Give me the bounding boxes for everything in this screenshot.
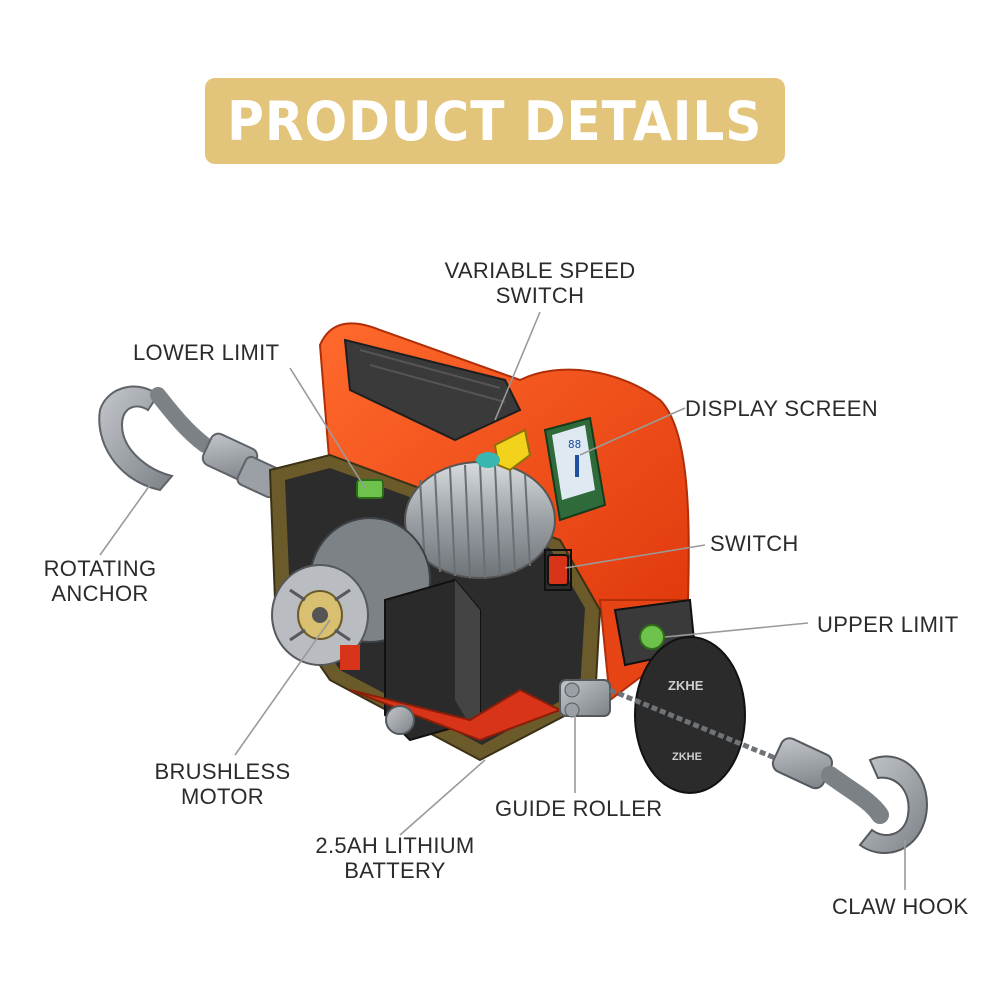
label-brushless-motor-line1: BRUSHLESS [154,759,291,784]
label-switch: SWITCH [710,531,799,556]
label-brushless-motor-line2: MOTOR [181,784,264,809]
leader-lines [99,311,906,890]
disc-brand-top: ZKHE [668,678,704,693]
label-brushless-motor: BRUSHLESS MOTOR [150,759,295,809]
label-variable-speed-switch-line2: SWITCH [495,283,585,308]
claw-hook [771,737,928,854]
label-display-screen: DISPLAY SCREEN [685,396,878,421]
display-digits: 88 [568,438,581,451]
variable-speed-switch-part [476,428,532,472]
label-claw-hook: CLAW HOOK [832,894,969,919]
rotating-anchor-hook [98,385,284,499]
label-rotating-anchor: ROTATING ANCHOR [30,556,170,606]
label-variable-speed-switch: VARIABLE SPEED SWITCH [440,258,640,308]
label-variable-speed-switch-line1: VARIABLE SPEED [444,258,636,283]
label-upper-limit: UPPER LIMIT [817,612,959,637]
display-screen-part: 88 [543,416,607,522]
label-guide-roller: GUIDE ROLLER [495,796,663,821]
switch-part [544,549,572,591]
lithium-battery [349,578,563,742]
disc-brand-bottom: ZKHE [672,751,702,763]
page-title: PRODUCT DETAILS [227,89,763,153]
title-banner: PRODUCT DETAILS [205,78,785,164]
guide-roller-part [559,679,611,718]
label-rotating-anchor-line2: ANCHOR [51,581,149,606]
label-lithium-battery-line1: 2.5AH LITHIUM [315,833,475,858]
label-rotating-anchor-line1: ROTATING [43,556,157,581]
label-lower-limit: LOWER LIMIT [133,340,280,365]
label-lithium-battery: 2.5AH LITHIUM BATTERY [300,833,490,883]
label-lithium-battery-line2: BATTERY [344,858,446,883]
stop-disc: ZKHE ZKHE [634,636,746,794]
wire-rope [609,687,781,763]
